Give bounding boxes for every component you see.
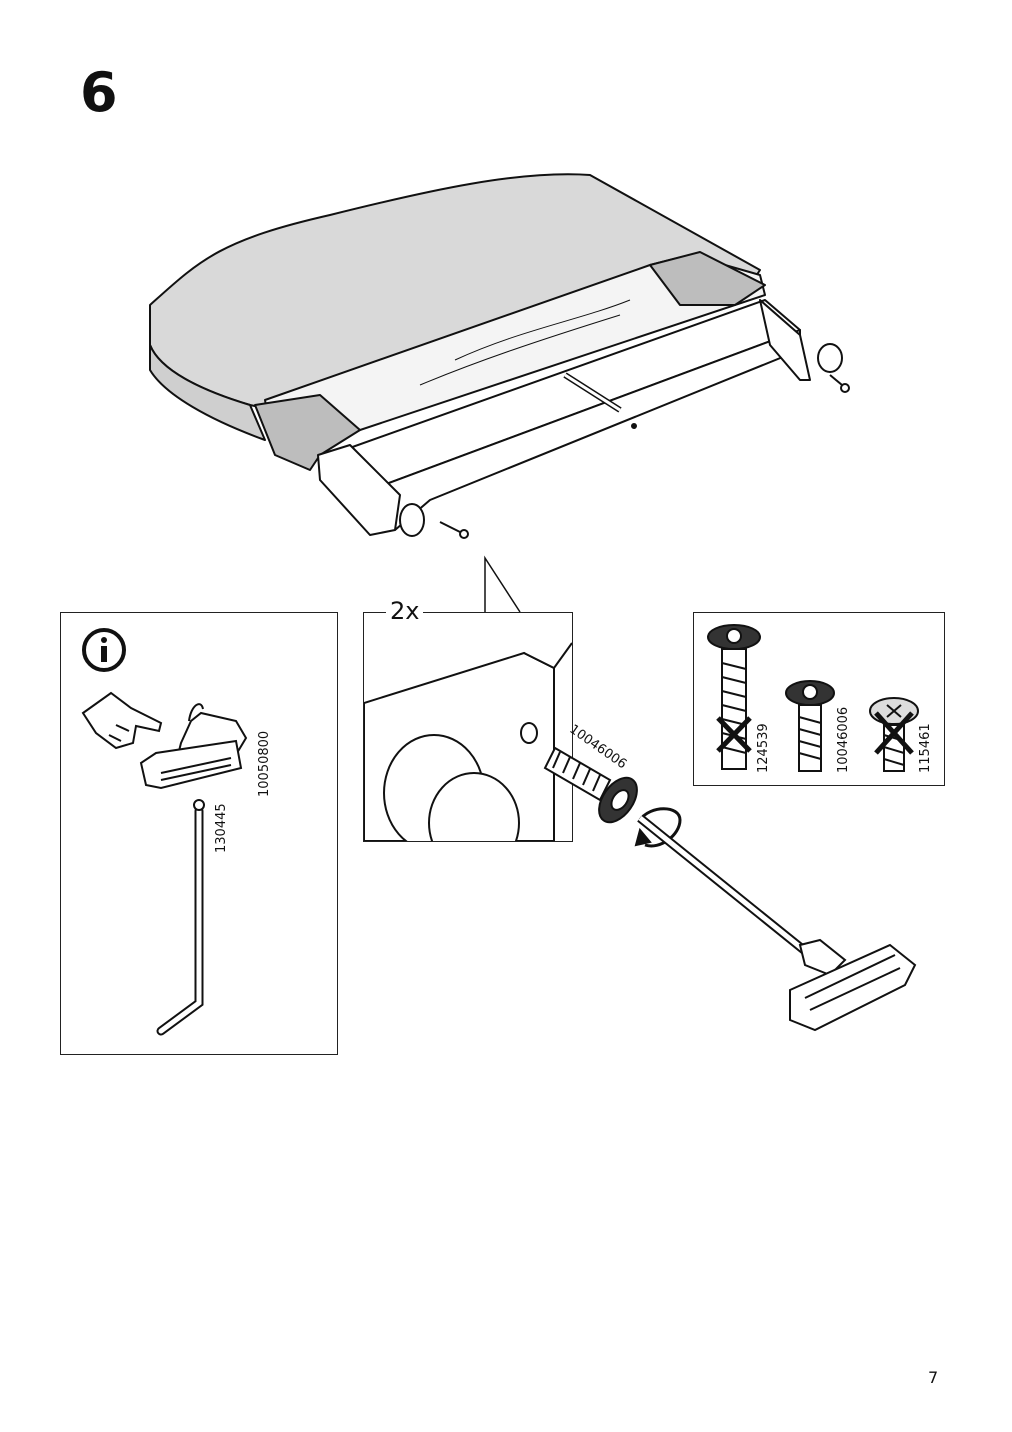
screw-comparison-panel: 124539 10046006 115461 <box>693 612 945 786</box>
info-panel: 10050800 130445 <box>60 612 338 1055</box>
seat-frame-illustration <box>149 173 850 539</box>
page-number: 7 <box>928 1368 939 1387</box>
hand-icon <box>81 691 163 750</box>
screw-label-1: 124539 <box>756 723 771 773</box>
screw-comparison-illustration <box>707 624 919 772</box>
quantity-label: 2x <box>386 597 424 625</box>
step-number: 6 <box>80 61 118 124</box>
callout-pointer <box>484 555 521 613</box>
info-icon <box>82 628 126 672</box>
screw-and-tool-illustration <box>543 746 917 1032</box>
screw-label-3: 115461 <box>918 723 933 773</box>
screw-label-2: 10046006 <box>836 706 851 773</box>
tool-illustration <box>81 628 248 1036</box>
detail-panel: 2x <box>363 597 573 874</box>
